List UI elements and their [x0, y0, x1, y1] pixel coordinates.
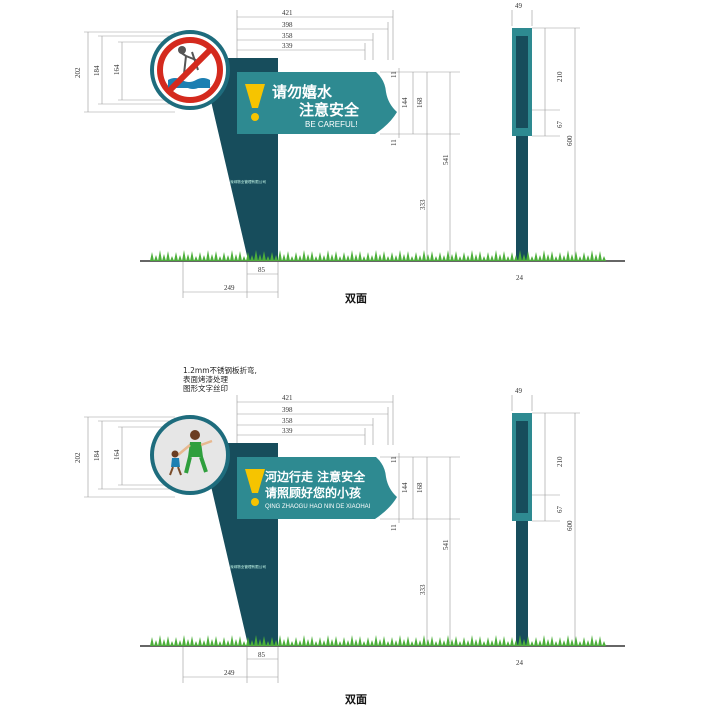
dim-421: 421	[282, 394, 293, 402]
adult-child-icon	[150, 415, 230, 495]
caption-top: 双面	[345, 292, 367, 305]
dim-144: 144	[401, 482, 409, 493]
no-swimming-icon	[150, 30, 230, 110]
side-elevation: 49 210 67 600 24	[511, 387, 580, 667]
dim-11a: 11	[390, 456, 398, 463]
grass-strip	[150, 635, 606, 646]
dim-168: 168	[416, 482, 424, 493]
dim-184: 184	[93, 450, 101, 461]
warning-dot	[251, 113, 259, 121]
dim-249: 249	[224, 669, 235, 677]
right-height-dimensions: 11 144 168 11 541 333	[380, 68, 460, 258]
dim-600: 600	[566, 520, 574, 531]
panel-line1: 请勿嬉水	[272, 83, 333, 101]
dim-168: 168	[416, 97, 424, 108]
dim-202: 202	[74, 452, 82, 463]
panel-line2: 请照顾好您的小孩	[265, 485, 361, 500]
info-panel	[237, 457, 397, 519]
info-panel	[237, 72, 397, 134]
dim-210: 210	[556, 456, 564, 467]
right-height-dimensions: 11 144 168 11 541 333	[380, 453, 460, 643]
top-width-dimensions: 421 398 358 339	[236, 9, 394, 60]
base-dimensions: 85 249	[182, 647, 279, 683]
dim-164: 164	[113, 64, 121, 75]
sign-drawing-bottom: 1.2mm不锈钢板折弯, 表面烤漆处理 图形文字丝印 421 398 358 3…	[74, 365, 625, 706]
side-elevation: 49 210 67 600 24	[511, 2, 580, 282]
dim-398: 398	[282, 21, 293, 29]
dim-49: 49	[515, 387, 523, 395]
panel-line1: 河边行走 注意安全	[264, 469, 366, 484]
note-line-2: 表面烤漆处理	[183, 374, 228, 384]
post-small-text: 深圳物业管理有限公司	[230, 564, 266, 569]
dim-49: 49	[515, 2, 523, 10]
left-height-dimensions: 202 184 164	[74, 416, 175, 498]
dim-85: 85	[258, 651, 266, 659]
dim-24: 24	[516, 659, 524, 667]
dim-11b: 11	[390, 524, 398, 531]
dim-210: 210	[556, 71, 564, 82]
dim-67: 67	[556, 506, 564, 514]
panel-en: QING ZHAOGU HAO NIN DE XIAOHAI	[265, 504, 371, 510]
dim-358: 358	[282, 32, 293, 40]
dim-249: 249	[224, 284, 235, 292]
panel-en: BE CAREFUL!	[305, 120, 357, 129]
dim-11a: 11	[390, 71, 398, 78]
dim-333: 333	[419, 199, 427, 210]
dim-398: 398	[282, 406, 293, 414]
post-small-text: 深圳物业管理有限公司	[230, 179, 266, 184]
dim-202: 202	[74, 67, 82, 78]
dim-541: 541	[442, 154, 450, 165]
dim-541: 541	[442, 539, 450, 550]
base-dimensions: 85 249	[182, 262, 279, 298]
caption-bottom: 双面	[345, 693, 367, 706]
top-width-dimensions: 421 398 358 339	[236, 394, 394, 445]
grass-strip	[150, 250, 606, 261]
sign-drawing-top: 421 398 358 339 202 184 164 11 144 168 1…	[74, 2, 625, 305]
dim-333: 333	[419, 584, 427, 595]
dim-600: 600	[566, 135, 574, 146]
dim-358: 358	[282, 417, 293, 425]
dim-24: 24	[516, 274, 524, 282]
dim-144: 144	[401, 97, 409, 108]
dim-164: 164	[113, 449, 121, 460]
panel-line2: 注意安全	[299, 101, 360, 119]
dim-184: 184	[93, 65, 101, 76]
warning-dot	[251, 498, 259, 506]
dim-85: 85	[258, 266, 266, 274]
warning-exclamation-icon	[245, 84, 265, 108]
dim-421: 421	[282, 9, 293, 17]
dim-11b: 11	[390, 139, 398, 146]
note-line-1: 1.2mm不锈钢板折弯,	[183, 365, 257, 375]
dim-339: 339	[282, 42, 293, 50]
warning-exclamation-icon	[245, 469, 265, 493]
dim-67: 67	[556, 121, 564, 129]
dim-339: 339	[282, 427, 293, 435]
note-line-3: 图形文字丝印	[183, 383, 228, 393]
material-note: 1.2mm不锈钢板折弯, 表面烤漆处理 图形文字丝印	[183, 365, 257, 393]
